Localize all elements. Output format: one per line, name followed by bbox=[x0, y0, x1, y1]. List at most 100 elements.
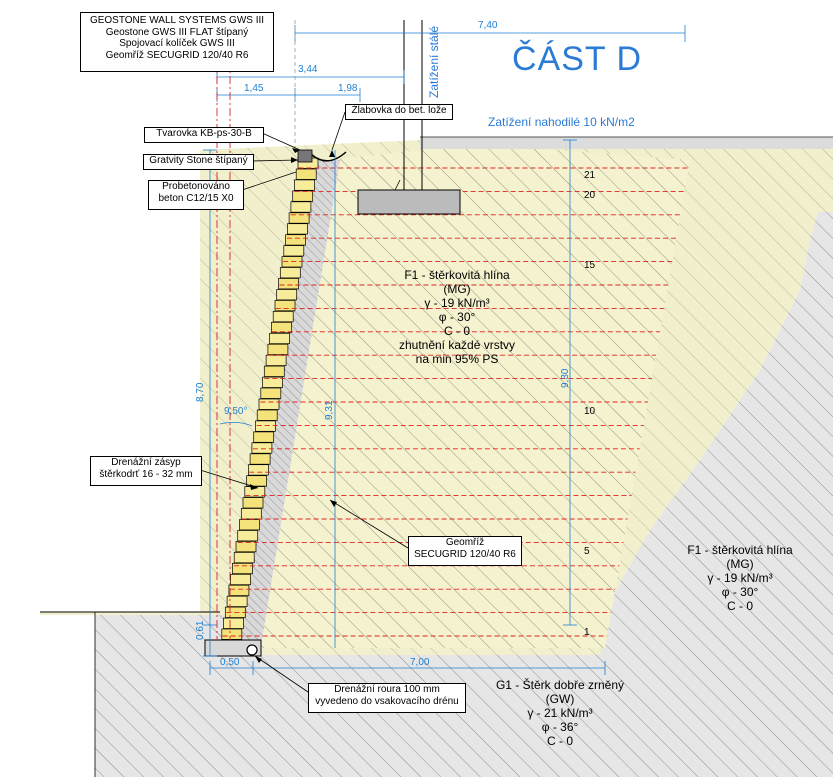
reinforced-fill-hatch bbox=[248, 140, 833, 648]
f1-inner-line-5: C - 0 bbox=[443, 324, 470, 338]
layer-number-1: 1 bbox=[584, 627, 590, 638]
surcharge-footing bbox=[357, 189, 461, 215]
drainage-layer-hatch bbox=[240, 160, 340, 640]
wall-block bbox=[228, 584, 250, 596]
wall-block bbox=[253, 431, 275, 443]
zlabovka-box: Žlabovka do bet. lože bbox=[345, 104, 453, 120]
geogrid-line-2: SECUGRID 120/40 R6 bbox=[414, 548, 516, 560]
wall-block bbox=[242, 497, 264, 509]
drainage-fill-box: Drenážní zásyp štěrkodrť 16 - 32 mm bbox=[90, 456, 202, 486]
dim-930: 9,30 bbox=[560, 368, 571, 388]
dim-145: 1,45 bbox=[244, 83, 264, 94]
geogrid-line-1: Geomříž bbox=[445, 537, 485, 548]
drainage-fill-line-2: štěrkodrť 16 - 32 mm bbox=[99, 468, 193, 480]
f1-outer-line-2: (MG) bbox=[726, 557, 754, 571]
layer-number-5: 5 bbox=[584, 546, 590, 557]
f1-inner-line-6: zhutnění každé vrstvy bbox=[398, 338, 516, 352]
wall-block bbox=[256, 409, 278, 421]
f1-inner-line-1: F1 - štěrkovitá hlína bbox=[404, 268, 510, 282]
wall-block bbox=[278, 278, 299, 290]
wall-system-line-3: Spojovací kolíček GWS III bbox=[119, 38, 235, 49]
dim-870: 8,70 bbox=[195, 382, 206, 402]
f1-inner-line-4: φ - 30° bbox=[438, 310, 476, 324]
wall-block bbox=[249, 453, 271, 465]
top-cap-block bbox=[297, 149, 313, 163]
wall-block bbox=[258, 398, 280, 410]
permanent-load-label: Zatížení stálé bbox=[427, 25, 441, 98]
dim-931: 9,31 bbox=[324, 400, 335, 420]
wall-block bbox=[269, 332, 290, 345]
wall-block bbox=[233, 552, 255, 564]
wall-block bbox=[221, 628, 243, 640]
probeton-line-2: beton C12/15 X0 bbox=[158, 192, 234, 204]
dim-344: 3,44 bbox=[298, 64, 318, 75]
top-soil-band-hatch bbox=[420, 140, 833, 212]
layer-number-10: 10 bbox=[584, 406, 596, 417]
g1-line-2: (GW) bbox=[545, 692, 575, 706]
wall-block bbox=[226, 595, 248, 607]
wall-block bbox=[288, 212, 310, 224]
wall-system-line-1: GEOSTONE WALL SYSTEMS GWS III bbox=[89, 15, 265, 26]
wall-block bbox=[276, 289, 298, 301]
natural-ground-hatch bbox=[95, 212, 833, 777]
wall-system-line-2: Geostone GWS III FLAT štípaný bbox=[105, 26, 249, 38]
wall-block bbox=[255, 420, 276, 432]
wall-block bbox=[237, 530, 259, 542]
wall-block bbox=[271, 321, 292, 334]
layer-number-20: 20 bbox=[584, 190, 596, 201]
g1-material: G1 - Štěrk dobře zrněný (GW) γ - 21 kN/m… bbox=[478, 678, 642, 748]
f1-inner-material: F1 - štěrkovitá hlína (MG) γ - 19 kN/m³ … bbox=[372, 268, 542, 366]
gratvity-label: Gratvity Stone štípaný bbox=[149, 155, 248, 166]
wall-block bbox=[272, 311, 294, 323]
drain-pipe bbox=[246, 644, 258, 656]
probeton-box: Probetonováno beton C12/15 X0 bbox=[148, 180, 244, 210]
wall-block bbox=[283, 245, 305, 257]
wall-system-box: GEOSTONE WALL SYSTEMS GWS III Geostone G… bbox=[80, 12, 274, 72]
g1-line-1: G1 - Štěrk dobře zrněný bbox=[495, 678, 625, 692]
dim-198: 1,98 bbox=[338, 83, 358, 94]
wall-block bbox=[223, 617, 244, 629]
wall-block bbox=[265, 354, 287, 366]
wall-block bbox=[230, 573, 251, 586]
wall-block bbox=[287, 223, 308, 235]
dim-740: 7,40 bbox=[478, 20, 498, 31]
wall-block bbox=[267, 343, 289, 355]
tvarovka-label: Tvarovka KB-ps-30-B bbox=[156, 128, 252, 139]
dim-050: 0,50 bbox=[220, 657, 240, 668]
wall-block bbox=[285, 234, 306, 246]
f1-inner-line-7: na min 95% PS bbox=[415, 352, 499, 366]
dim-angle: 9,50° bbox=[224, 406, 248, 417]
g1-line-4: φ - 36° bbox=[541, 720, 579, 734]
wall-block bbox=[262, 376, 283, 388]
dim-700: 7,00 bbox=[410, 657, 430, 668]
wall-block bbox=[290, 201, 312, 213]
probeton-line-1: Probetonováno bbox=[162, 181, 230, 192]
wall-block bbox=[279, 267, 301, 279]
wall-block bbox=[239, 519, 260, 531]
gratvity-box: Gratvity Stone štípaný bbox=[143, 154, 254, 170]
geogrid-box: Geomříž SECUGRID 120/40 R6 bbox=[408, 536, 522, 566]
wall-block bbox=[232, 562, 253, 575]
wall-block bbox=[294, 179, 315, 191]
f1-outer-line-5: C - 0 bbox=[726, 599, 753, 613]
wall-block bbox=[251, 442, 273, 454]
gutter bbox=[311, 151, 347, 162]
f1-inner-line-3: γ - 19 kN/m³ bbox=[424, 296, 490, 310]
f1-outer-line-3: γ - 19 kN/m³ bbox=[707, 571, 773, 585]
wall-block bbox=[235, 541, 257, 553]
f1-outer-material: F1 - štěrkovitá hlína (MG) γ - 19 kN/m³ … bbox=[668, 543, 812, 613]
tvarovka-box: Tvarovka KB-ps-30-B bbox=[144, 127, 264, 143]
dim-061: 0,61 bbox=[195, 620, 206, 640]
wall-block bbox=[274, 300, 296, 312]
wall-system-line-4: Geomříž SECUGRID 120/40 R6 bbox=[105, 49, 249, 61]
drain-pipe-line-2: vyvedeno do vsakovacího drénu bbox=[315, 695, 459, 707]
g1-line-3: γ - 21 kN/m³ bbox=[527, 706, 593, 720]
layer-number-21: 21 bbox=[584, 170, 596, 181]
zlabovka-label: Žlabovka do bet. lože bbox=[351, 105, 447, 116]
wall-block bbox=[246, 475, 267, 487]
wall-block bbox=[248, 464, 269, 476]
pavement-strip bbox=[420, 137, 833, 149]
wall-block bbox=[292, 190, 314, 202]
wall-block bbox=[260, 387, 282, 399]
